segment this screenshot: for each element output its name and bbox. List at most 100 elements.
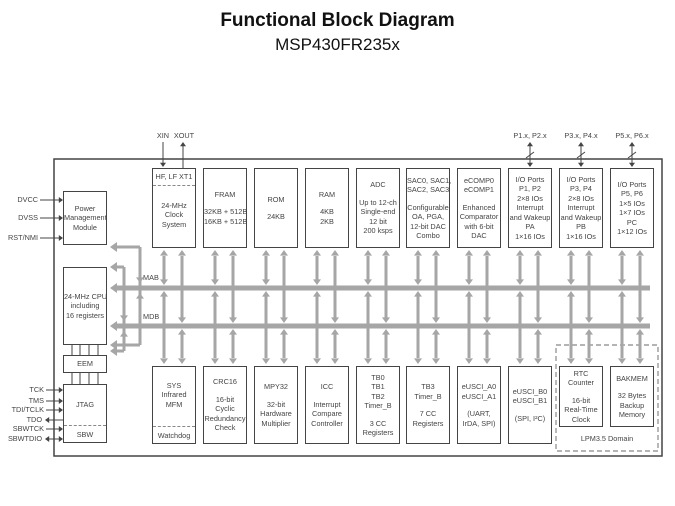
arrow-down-icon <box>414 279 422 285</box>
arrow-up-icon <box>211 250 219 256</box>
arrow-down-icon <box>618 358 626 364</box>
arrow-up-icon <box>178 250 186 256</box>
arrow-right-icon <box>58 235 63 241</box>
block-text: RAM <box>318 189 336 199</box>
block-text: ROM <box>267 194 285 204</box>
arrow-up-icon <box>585 329 593 335</box>
pin-label-tdi-tclk: TDI/TCLK <box>11 405 44 414</box>
block-text <box>255 204 297 212</box>
arrow-down-icon <box>629 162 635 167</box>
arrow-up-icon <box>465 250 473 256</box>
arrow-up-icon <box>382 250 390 256</box>
arrow-up-icon <box>331 250 339 256</box>
block-text: Memory <box>618 410 646 419</box>
arrow-down-icon <box>432 317 440 323</box>
block-text <box>560 388 602 396</box>
arrow-up-icon <box>313 291 321 297</box>
block-text: Clock <box>571 414 591 424</box>
pin-label-rst-nmi: RST/NMI <box>8 233 38 242</box>
arrow-icon <box>110 242 117 252</box>
mdb-arrow-icon <box>110 321 117 331</box>
block-text <box>255 392 297 400</box>
block-text: Timer_B <box>414 391 442 401</box>
arrow-up-icon <box>578 142 584 147</box>
arrow-up-icon <box>432 250 440 256</box>
arrow-up-icon <box>160 291 168 297</box>
arrow-down-icon <box>636 317 644 323</box>
block-text: Backup <box>619 400 645 410</box>
arrow-up-icon <box>262 291 270 297</box>
pin-label-sbwtdio: SBWTDIO <box>7 434 42 443</box>
arrow-down-icon <box>178 317 186 323</box>
arrow-down-icon <box>382 358 390 364</box>
xout-label: XOUT <box>173 131 195 140</box>
arrow-right-icon <box>58 407 63 413</box>
arrow-up-icon <box>483 250 491 256</box>
block-text: FRAM <box>214 189 236 199</box>
block-text: Compare <box>311 409 342 418</box>
arrow-down-icon <box>160 358 168 364</box>
block-text: Comparator <box>459 212 499 221</box>
arrow-right-icon <box>58 426 63 432</box>
arrow-up-icon <box>178 329 186 335</box>
block-text: TB0 <box>371 372 385 382</box>
arrow-right-icon <box>58 398 63 404</box>
block-text: 16 registers <box>65 310 105 320</box>
block-text: eUSCI_A0 <box>461 382 497 391</box>
arrow-left-icon <box>45 436 50 442</box>
block-text: Infrared <box>161 390 187 400</box>
block-text: 1×7 IOs <box>619 208 645 217</box>
arrow-up-icon <box>618 291 626 297</box>
arrow-up-icon <box>465 291 473 297</box>
arrow-down-icon <box>567 279 575 285</box>
arrow-up-icon <box>567 291 575 297</box>
block-text: 4KB <box>320 207 334 217</box>
block-text: TB3 <box>421 382 435 391</box>
lpm35-domain-label: LPM3.5 Domain <box>580 434 634 443</box>
arrow-up-icon <box>534 329 542 335</box>
block-text: ICC <box>320 382 334 391</box>
block-text: P1, P2 <box>519 184 541 194</box>
arrow-up-icon <box>180 142 186 147</box>
block-text: 1×5 IOs <box>619 198 645 208</box>
block-text: 16KB + 512B <box>204 216 248 226</box>
block-text: 24KB <box>267 212 285 221</box>
arrow-right-icon <box>58 436 63 442</box>
arrow-down-icon <box>382 317 390 323</box>
block-text: 32KB + 512B <box>204 207 248 217</box>
block-text: PA <box>525 222 535 232</box>
block-text: MPY32 <box>264 382 288 391</box>
xin-label: XIN <box>156 131 170 140</box>
arrow-down-icon <box>483 358 491 364</box>
arrow-down-icon <box>160 162 166 167</box>
block-text: I/O Ports <box>515 174 545 184</box>
block-text: I/O Ports <box>617 179 647 189</box>
block-text: 12-bit DAC <box>410 221 446 231</box>
pin-label-tck: TCK <box>29 385 44 394</box>
block-text: (UART, <box>467 409 491 418</box>
arrow-down-icon <box>364 358 372 364</box>
arrow-down-icon <box>465 279 473 285</box>
arrow-down-icon <box>280 358 288 364</box>
block-text: 24-MHz CPU <box>64 291 107 301</box>
arrow-up-icon <box>516 250 524 256</box>
block-text: RTC <box>573 368 589 378</box>
block-text: TB1 <box>371 382 385 391</box>
block-text: 7 CC <box>419 409 437 418</box>
arrow-down-icon <box>534 358 542 364</box>
block-text: 24-MHz <box>161 200 187 210</box>
arrow-up-icon <box>636 250 644 256</box>
block-text: and Wakeup <box>509 212 551 222</box>
block-text: eUSCI_A1 <box>461 391 497 401</box>
arrow-down-icon <box>527 162 533 167</box>
block-text: Real-Time <box>564 405 598 415</box>
arrow-up-icon <box>364 291 372 297</box>
arrow-up-icon <box>483 329 491 335</box>
block-text: (SPI, I²C) <box>514 413 546 423</box>
block-text: Combo <box>416 231 440 240</box>
